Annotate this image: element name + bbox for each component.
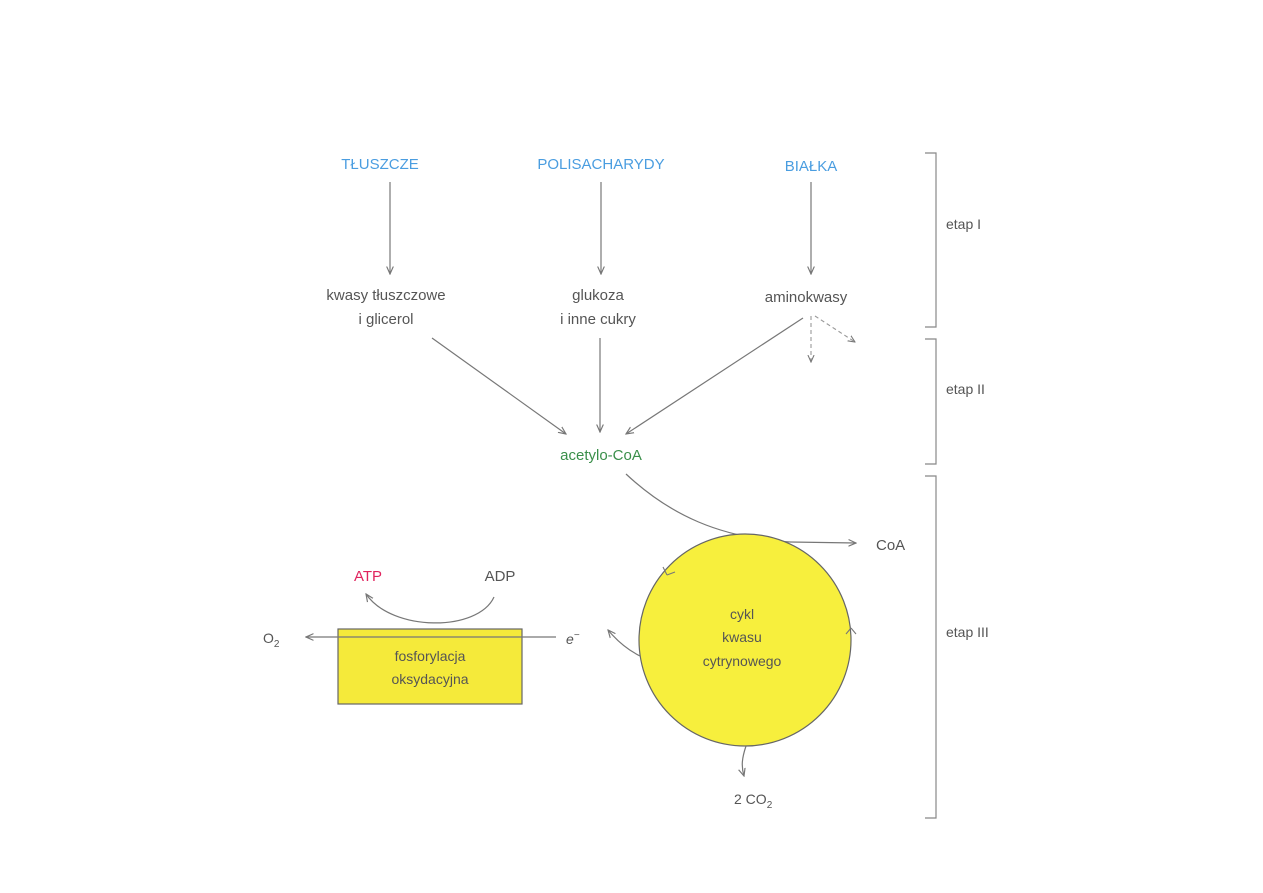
- label-cycle-line1: cykl: [730, 606, 754, 622]
- label-glucose-line1: glukoza: [572, 287, 624, 304]
- electron-symbol: e: [566, 631, 574, 647]
- citric-acid-cycle-circle: [638, 533, 852, 747]
- label-atp: ATP: [354, 568, 382, 585]
- label-co2: 2 CO2: [734, 791, 773, 811]
- label-cycle-line3: cytrynowego: [703, 653, 782, 669]
- cycle-direction-mark-left: [662, 566, 676, 576]
- bracket-stage-1: [925, 152, 937, 328]
- label-coa: CoA: [876, 537, 905, 554]
- label-amino-acids: aminokwasy: [765, 289, 848, 306]
- co2-prefix: 2 CO: [734, 791, 767, 807]
- arrow-adp-to-atp: [366, 594, 495, 624]
- bracket-stage-2: [925, 338, 937, 465]
- bracket-stage-3: [925, 475, 937, 819]
- label-adp: ADP: [485, 568, 516, 585]
- arrow-amino-to-acetyl: [626, 317, 804, 434]
- label-fatty-acids-line2: i glicerol: [358, 311, 413, 328]
- co2-subscript: 2: [767, 800, 773, 811]
- oxygen-symbol: O: [263, 630, 274, 646]
- dashed-arrow-amino-right: [814, 315, 855, 342]
- label-electron: e−: [566, 630, 580, 647]
- label-polysaccharides: POLISACHARYDY: [537, 156, 664, 173]
- oxygen-subscript: 2: [274, 639, 280, 650]
- cycle-direction-mark-right: [845, 627, 857, 635]
- label-stage-3: etap III: [946, 624, 989, 640]
- electron-superscript: −: [574, 630, 580, 641]
- label-glucose-line2: i inne cukry: [560, 311, 636, 328]
- label-proteins: BIAŁKA: [785, 158, 838, 175]
- label-fats: TŁUSZCZE: [341, 156, 419, 173]
- label-oxidative-line1: fosforylacja: [395, 648, 466, 664]
- oxidative-phosphorylation-box: [337, 628, 523, 705]
- arrow-acetyl-into-cycle: [625, 473, 791, 543]
- arrow-to-coa: [789, 542, 856, 543]
- arrow-fatty-acids-to-acetyl: [431, 337, 566, 434]
- label-fatty-acids-line1: kwasy tłuszczowe: [326, 287, 445, 304]
- label-oxidative-line2: oksydacyjna: [391, 671, 468, 687]
- label-stage-1: etap I: [946, 216, 981, 232]
- arrow-cycle-to-electrons: [608, 630, 641, 657]
- label-stage-2: etap II: [946, 381, 985, 397]
- label-oxygen: O2: [263, 630, 280, 650]
- label-acetyl-coa: acetylo-CoA: [560, 447, 642, 464]
- label-cycle-line2: kwasu: [722, 629, 762, 645]
- arrow-to-co2: [742, 745, 747, 776]
